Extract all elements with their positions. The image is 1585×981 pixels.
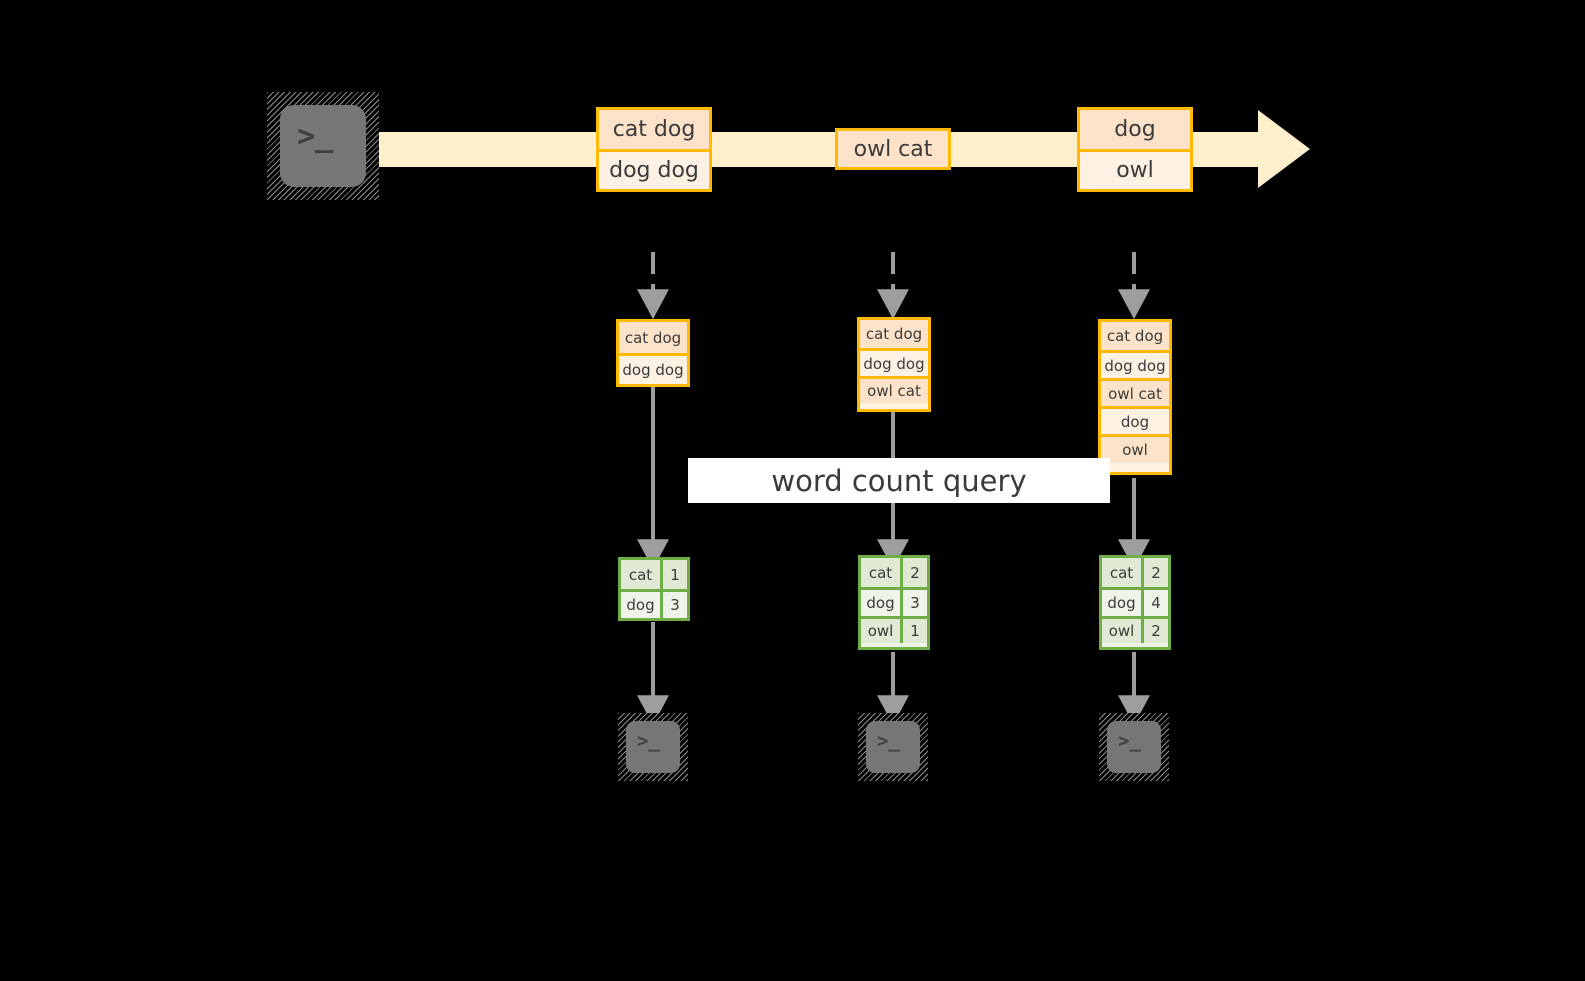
result-word: cat — [861, 558, 903, 587]
result-row[interactable]: cat 1 — [621, 560, 687, 589]
stream-record[interactable]: owl cat — [838, 131, 948, 167]
result-count: 1 — [903, 619, 927, 643]
word-count-result-1[interactable]: cat 1 dog 3 — [618, 557, 690, 621]
word-count-result-2[interactable]: cat 2 dog 3 owl 1 — [858, 555, 930, 650]
sink-terminal-icon-3[interactable]: >_ — [1099, 713, 1169, 781]
result-count: 3 — [663, 592, 687, 618]
accumulated-input-3[interactable]: cat dog dog dog owl cat dog owl — [1098, 319, 1172, 475]
terminal-screen — [280, 105, 366, 187]
result-word: owl — [1102, 619, 1144, 643]
input-record[interactable]: owl — [1101, 434, 1169, 463]
result-count: 2 — [903, 558, 927, 587]
terminal-screen — [1107, 721, 1161, 773]
accumulated-input-2[interactable]: cat dog dog dog owl cat — [857, 317, 931, 412]
word-count-result-3[interactable]: cat 2 dog 4 owl 2 — [1099, 555, 1171, 650]
stream-group-3[interactable]: dog owl — [1077, 107, 1193, 192]
terminal-screen — [626, 721, 680, 773]
result-word: dog — [621, 592, 663, 618]
input-record[interactable]: dog dog — [860, 348, 928, 376]
input-record[interactable]: dog dog — [619, 353, 687, 384]
result-count: 4 — [1144, 590, 1168, 616]
query-label: word count query — [688, 458, 1110, 503]
input-record[interactable]: cat dog — [860, 320, 928, 348]
stream-record[interactable]: dog dog — [599, 149, 709, 189]
stream-group-1[interactable]: cat dog dog dog — [596, 107, 712, 192]
result-count: 3 — [903, 590, 927, 616]
terminal-prompt-glyph: >_ — [1118, 730, 1141, 752]
sink-terminal-icon-2[interactable]: >_ — [858, 713, 928, 781]
stream-group-2[interactable]: owl cat — [835, 128, 951, 170]
stream-record[interactable]: dog — [1080, 110, 1190, 149]
stream-record[interactable]: cat dog — [599, 110, 709, 149]
result-row[interactable]: dog 4 — [1102, 587, 1168, 616]
input-record[interactable]: owl cat — [1101, 378, 1169, 406]
input-record[interactable]: cat dog — [619, 322, 687, 353]
stream-record[interactable]: owl — [1080, 149, 1190, 189]
result-row[interactable]: dog 3 — [621, 589, 687, 618]
result-word: cat — [621, 560, 663, 589]
result-row[interactable]: cat 2 — [861, 558, 927, 587]
result-word: cat — [1102, 558, 1144, 587]
result-word: dog — [1102, 590, 1144, 616]
terminal-prompt-glyph: >_ — [877, 730, 900, 752]
result-word: dog — [861, 590, 903, 616]
result-row[interactable]: owl 1 — [861, 616, 927, 643]
terminal-prompt-glyph: >_ — [297, 119, 334, 154]
result-row[interactable]: dog 3 — [861, 587, 927, 616]
accumulated-input-1[interactable]: cat dog dog dog — [616, 319, 690, 387]
input-record[interactable]: dog — [1101, 406, 1169, 434]
input-record[interactable]: owl cat — [860, 376, 928, 403]
input-record[interactable]: cat dog — [1101, 322, 1169, 350]
result-count: 2 — [1144, 558, 1168, 587]
result-row[interactable]: owl 2 — [1102, 616, 1168, 643]
result-count: 1 — [663, 560, 687, 589]
terminal-prompt-glyph: >_ — [637, 730, 660, 752]
result-word: owl — [861, 619, 903, 643]
source-terminal-icon[interactable]: >_ — [267, 92, 379, 200]
sink-terminal-icon-1[interactable]: >_ — [618, 713, 688, 781]
terminal-screen — [866, 721, 920, 773]
input-record[interactable]: dog dog — [1101, 350, 1169, 378]
result-row[interactable]: cat 2 — [1102, 558, 1168, 587]
result-count: 2 — [1144, 619, 1168, 643]
